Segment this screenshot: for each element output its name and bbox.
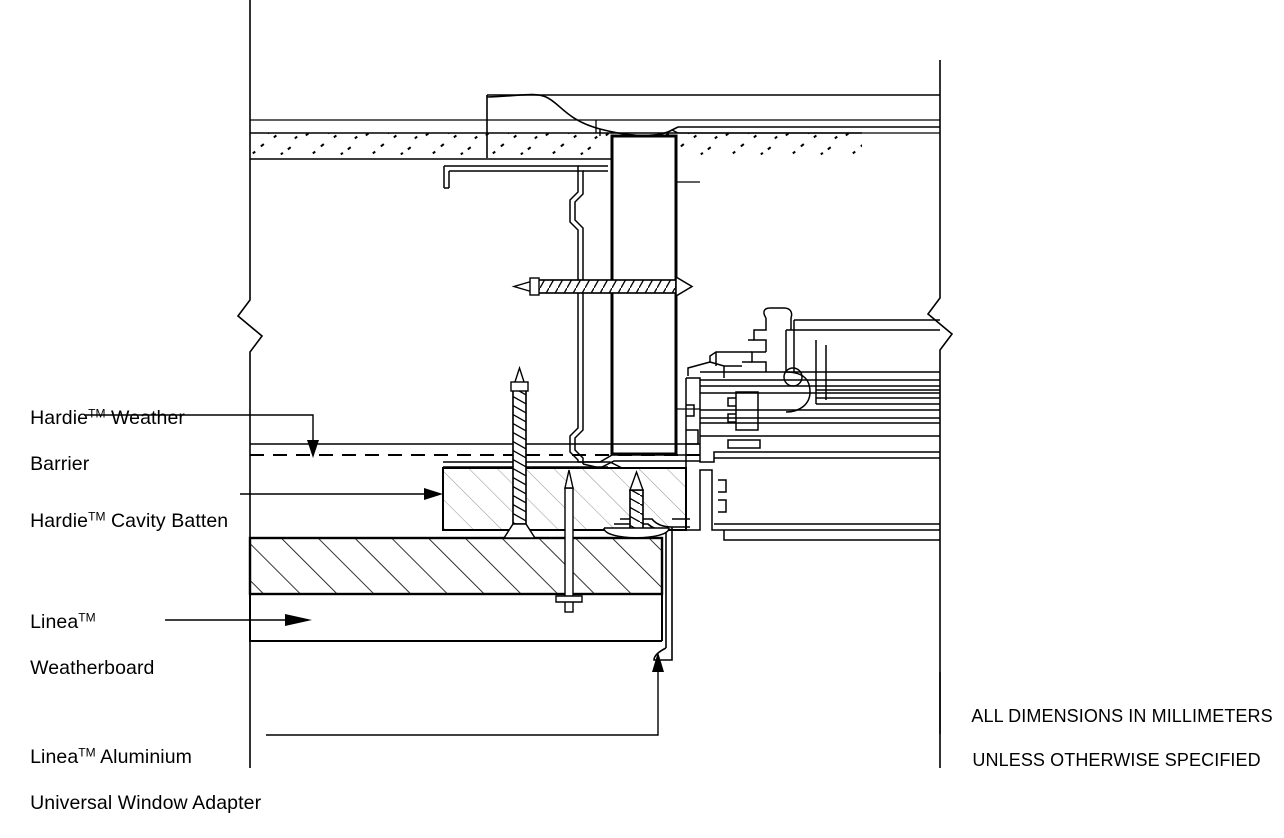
trademark-superscript: TM (78, 745, 96, 759)
label-hardie-cavity-batten-line1: HardieTM Cavity Batten (30, 509, 229, 532)
label-linea-weatherboard-line2: Weatherboard (30, 656, 155, 679)
head-scotia-profile (486, 93, 940, 158)
label-linea-aluminium-universal-window-adapter: LineaTM Aluminium Universal Window Adapt… (8, 718, 261, 838)
label-linea-weatherboard-line1: LineaTM (30, 610, 96, 633)
cad-linework (84, 0, 954, 768)
label-hardie-weather-barrier: HardieTM Weather Barrier (8, 379, 185, 499)
label-hardie-cavity-batten: HardieTM Cavity Batten (8, 482, 228, 556)
trademark-superscript: TM (78, 610, 96, 624)
leader-weather-barrier (84, 414, 319, 458)
label-window-adapter-line1: LineaTM Aluminium (30, 745, 192, 768)
linea-aluminium-universal-window-adapter (614, 518, 690, 661)
label-linea-weatherboard: LineaTM Weatherboard (8, 583, 155, 703)
units-note-line1: ALL DIMENSIONS IN MILLIMETERS (971, 706, 1273, 726)
units-note-line2: UNLESS OTHERWISE SPECIFIED (972, 750, 1261, 770)
technical-drawing: HardieTM Weather Barrier HardieTM Cavity… (8, 0, 1273, 814)
label-hardie-weather-barrier-line2: Barrier (30, 452, 90, 475)
fixing-nail-ring-shank (603, 469, 670, 539)
leader-window-adapter (266, 652, 664, 736)
interior-lining (595, 120, 601, 136)
linea-weatherboard (248, 536, 664, 642)
fixing-nail-plain (555, 469, 583, 613)
right-break-line (926, 60, 954, 768)
label-window-adapter-line2: Universal Window Adapter (30, 791, 262, 814)
cavity-batten-packer (443, 461, 623, 469)
left-break-line (236, 0, 264, 768)
leader-weatherboard (165, 614, 312, 626)
label-hardie-weather-barrier-line1: HardieTM Weather (30, 406, 186, 429)
units-note: ALL DIMENSIONS IN MILLIMETERS UNLESS OTH… (952, 683, 1273, 793)
trademark-superscript: TM (88, 509, 106, 523)
fixing-screw-vertical (502, 365, 537, 539)
leader-cavity-batten (240, 488, 443, 500)
aluminium-window-frame (685, 307, 940, 541)
insulation-band (250, 132, 862, 160)
flashing-head-tick (578, 165, 608, 172)
timber-framing (610, 134, 700, 456)
trademark-superscript: TM (88, 406, 106, 420)
fixing-screw-horizontal (511, 275, 694, 298)
